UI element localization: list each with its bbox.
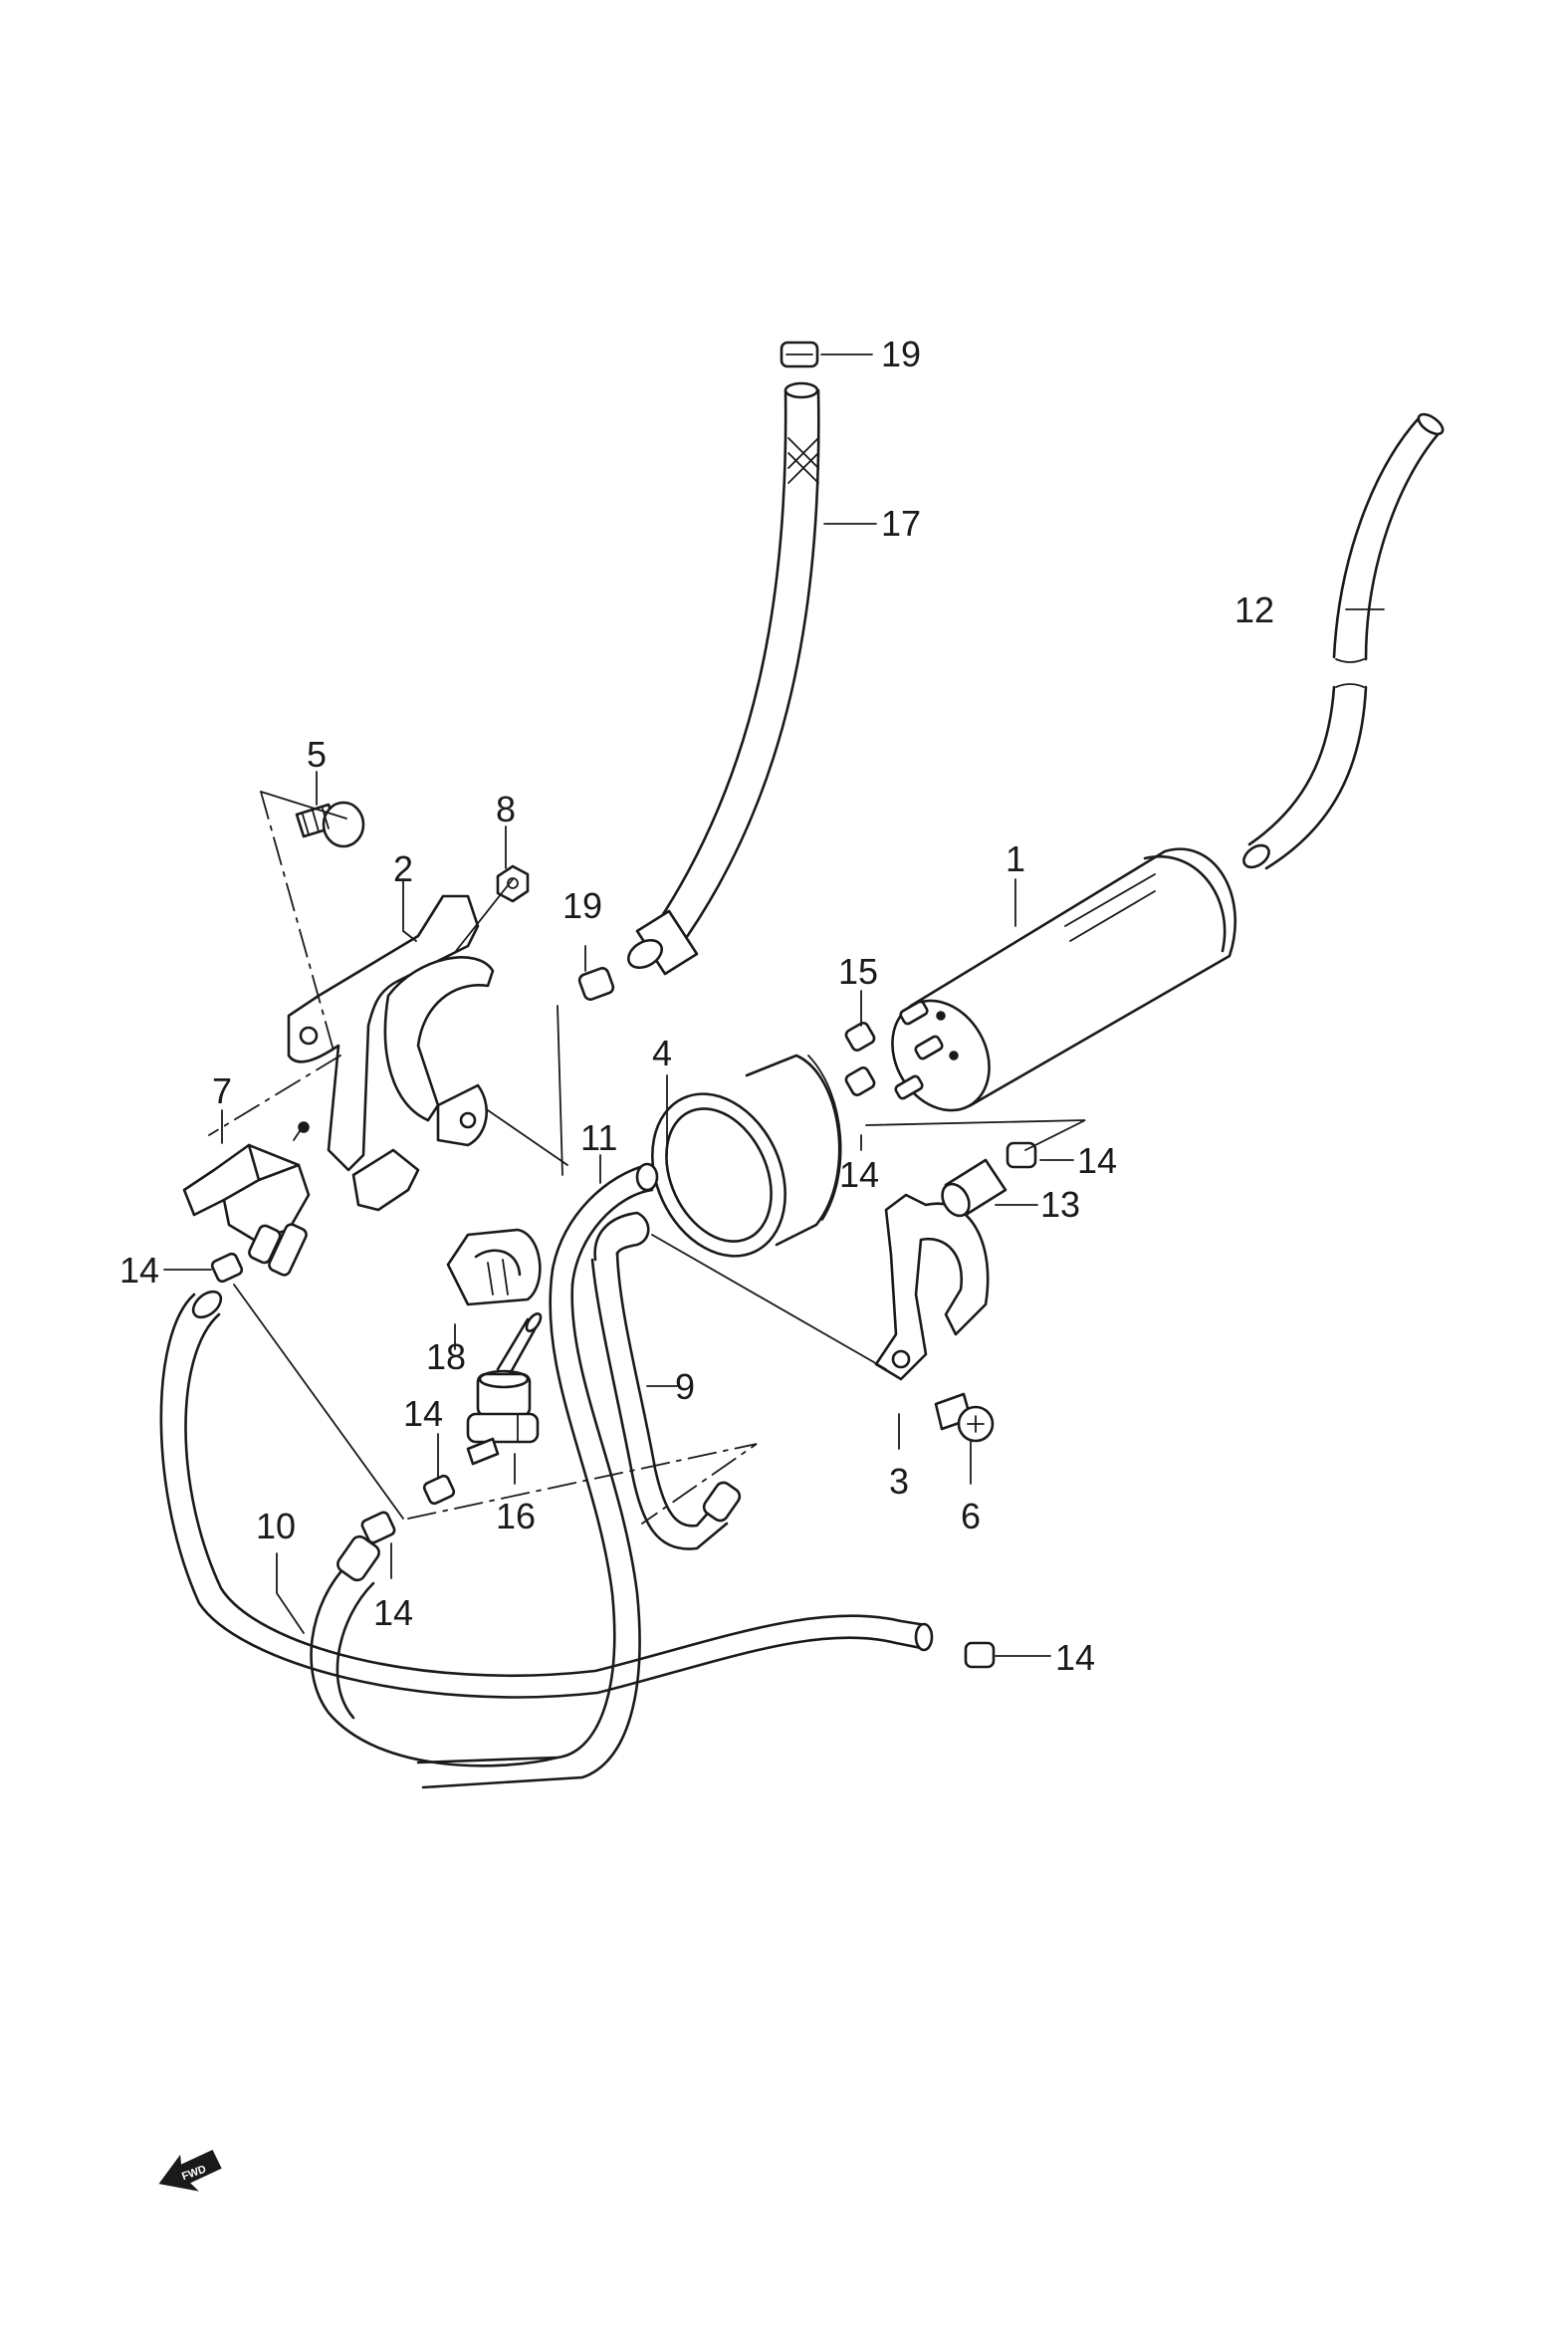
label-17[interactable]: 17: [881, 503, 921, 544]
clip-19-mid: [577, 967, 615, 1001]
joint-16: [466, 1312, 543, 1466]
label-5[interactable]: 5: [307, 734, 327, 775]
label-9[interactable]: 9: [675, 1366, 695, 1407]
label-11[interactable]: 11: [580, 1117, 617, 1158]
label-12[interactable]: 12: [1234, 589, 1274, 630]
label-14-right[interactable]: 14: [1077, 1140, 1117, 1181]
label-1[interactable]: 1: [1006, 838, 1025, 879]
clamps-14-15: [210, 1022, 1037, 1669]
label-4[interactable]: 4: [652, 1033, 672, 1073]
canister-1: [891, 847, 1236, 1112]
fwd-arrow-icon: [158, 2149, 222, 2192]
label-13[interactable]: 13: [1040, 1184, 1080, 1225]
part-labels: 19 17 12 1 2 5 8 19 15 4 11 7 14 14 13 1…: [119, 334, 1274, 1678]
label-7[interactable]: 7: [212, 1070, 232, 1111]
label-3[interactable]: 3: [889, 1461, 909, 1502]
hose-10: [159, 1290, 934, 1767]
label-16[interactable]: 16: [496, 1496, 536, 1536]
label-14-left[interactable]: 14: [119, 1250, 159, 1291]
bracket-2: [287, 894, 495, 1212]
hose-12: [1242, 412, 1445, 870]
hose-11: [416, 1162, 659, 1789]
clip-19-top: [780, 341, 819, 368]
bolt-5: [295, 801, 365, 848]
fwd-badge: FWD: [158, 2149, 222, 2192]
label-6[interactable]: 6: [961, 1496, 981, 1536]
valve-7: [182, 1121, 311, 1277]
label-18[interactable]: 18: [426, 1336, 466, 1377]
bracket-3: [874, 1193, 990, 1381]
label-10[interactable]: 10: [256, 1506, 296, 1546]
label-14-mid[interactable]: 14: [403, 1393, 443, 1434]
label-2[interactable]: 2: [393, 848, 413, 889]
hose-9: [590, 1211, 742, 1550]
label-15[interactable]: 15: [838, 951, 878, 992]
leader-lines: [163, 353, 1385, 1657]
label-19-mid[interactable]: 19: [562, 885, 602, 926]
bolt-6: [934, 1392, 995, 1443]
label-14-canister[interactable]: 14: [839, 1154, 879, 1195]
nut-8: [496, 864, 530, 903]
holder-18: [446, 1228, 542, 1306]
label-8[interactable]: 8: [496, 789, 516, 829]
label-14-lower[interactable]: 14: [373, 1592, 413, 1633]
label-19-top[interactable]: 19: [881, 334, 921, 374]
hose-17: [626, 381, 820, 976]
reference-lines: [208, 791, 1086, 1525]
sleeve-4: [651, 1054, 842, 1258]
label-14-bottom[interactable]: 14: [1055, 1637, 1095, 1678]
hose-13: [941, 1158, 1008, 1218]
